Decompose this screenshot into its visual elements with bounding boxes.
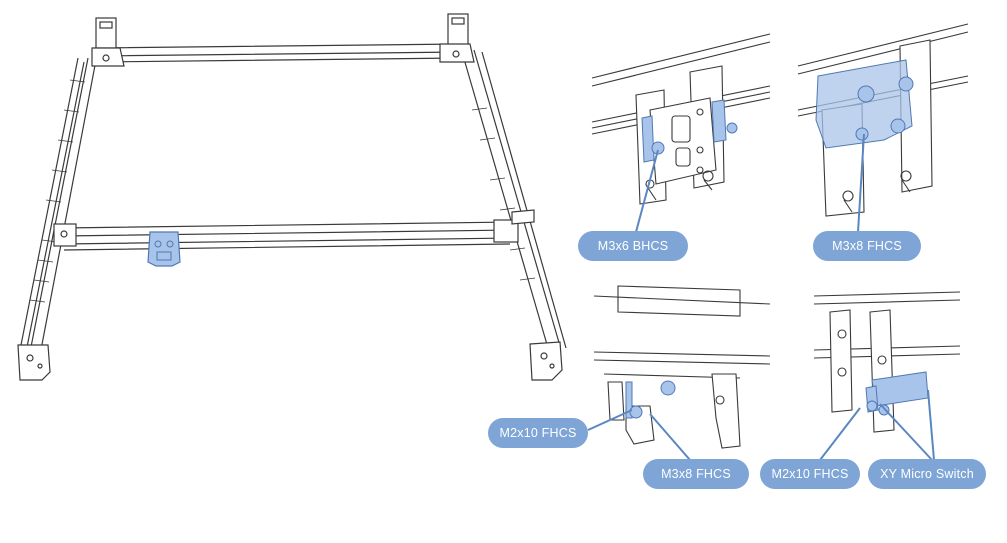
highlight-fhcs-plate	[815, 59, 914, 149]
callout-leaders	[587, 133, 935, 461]
highlight-endstop-screws	[625, 380, 676, 419]
highlight-bhcs	[641, 99, 738, 163]
callout-m2x10-fhcs-right: M2x10 FHCS	[760, 459, 860, 489]
highlight-micro-switch	[865, 371, 929, 416]
callout-m3x8-fhcs-top: M3x8 FHCS	[813, 231, 921, 261]
callout-m2x10-fhcs-left: M2x10 FHCS	[488, 418, 588, 448]
detail-carriage-bhcs	[591, 33, 771, 205]
carriage-plate-icon	[147, 231, 181, 267]
gantry-frame-icon	[17, 13, 567, 381]
callout-xy-micro-switch: XY Micro Switch	[868, 459, 986, 489]
detail-endstop-mount	[593, 285, 771, 449]
callout-m3x6-bhcs: M3x6 BHCS	[578, 231, 688, 261]
callout-m3x8-fhcs-bottom: M3x8 FHCS	[643, 459, 749, 489]
